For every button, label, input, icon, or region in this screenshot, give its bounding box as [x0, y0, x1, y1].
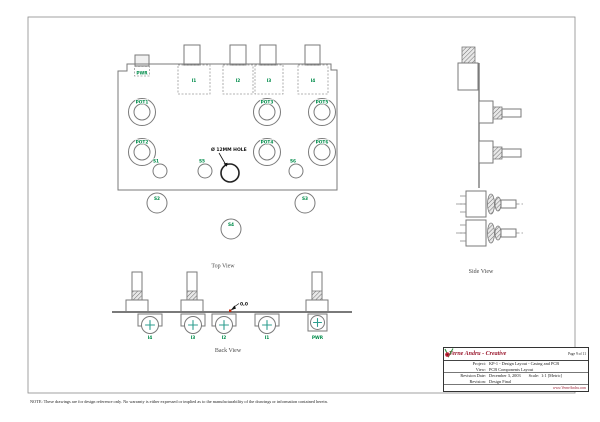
- back-jack-label-3: I2: [222, 335, 227, 341]
- foot-switch-s3: [294, 192, 316, 214]
- top-view-caption: Top View: [211, 264, 235, 270]
- revision-date-label: Revision Date:: [460, 373, 486, 379]
- pot-label-3: POT3: [261, 100, 274, 106]
- back-jack-tall-3: [305, 271, 329, 313]
- enclosure-outline: [117, 63, 338, 191]
- jack-label-4: I4: [311, 78, 316, 84]
- jack-tab-1: [183, 44, 201, 66]
- foot-switch-label-s4: S4: [228, 222, 234, 228]
- company-logo-icon: [444, 348, 454, 358]
- back-jack-tall-2: [180, 271, 204, 313]
- side-pot-1: [478, 100, 522, 124]
- back-power-label: PWR: [312, 335, 324, 341]
- pot-label-6: POT6: [316, 140, 329, 146]
- revision-value: Design Final: [489, 378, 512, 384]
- pot-1: POT1: [128, 98, 156, 126]
- view-value: PCB Components Layout: [489, 366, 534, 372]
- project-label: Project:: [472, 361, 486, 366]
- jack-footprint-1: [177, 64, 211, 95]
- foot-switch-label-s3: S3: [302, 196, 308, 202]
- back-jack-socket-2: I3: [180, 313, 206, 342]
- sheet-border: [27, 16, 576, 394]
- view-row: View: PCB Components Layout: [444, 367, 588, 374]
- page-number: Page 9 of 11: [568, 352, 586, 356]
- top-view: PWR I1 I2 I3 I4 POT1 POT2 POT3 POT5 POT4: [117, 44, 338, 270]
- side-switch-2: [456, 219, 524, 247]
- back-view: I4 I3 I2 I1 PWR 0,0: [112, 271, 352, 354]
- pot-3: POT3: [253, 98, 281, 126]
- view-label: View:: [475, 366, 486, 372]
- back-power-socket: PWR: [307, 313, 328, 342]
- origin-marker: [229, 309, 232, 312]
- power-footprint: [134, 66, 150, 77]
- jack-footprint-3: [254, 64, 284, 95]
- company-name: Verne Andru - Creative: [449, 351, 507, 357]
- company-website: www.VerneAndru.com: [552, 386, 586, 390]
- foot-switch-label-s2: S2: [154, 196, 160, 202]
- jack-tab-4: [304, 44, 321, 66]
- origin-label: 0,0: [240, 302, 248, 308]
- jack-footprint-4: [297, 64, 329, 95]
- small-switch-label-1: S1: [153, 159, 159, 165]
- pot-label-1: POT1: [136, 100, 149, 106]
- scale-label: Scale:: [528, 373, 540, 379]
- back-jack-tall-1: [125, 271, 149, 313]
- project-value: KP-1 - Design Layout - Casing and PCB: [489, 361, 560, 366]
- pot-label-4: POT4: [261, 140, 274, 146]
- power-connector-tab: [134, 54, 150, 67]
- back-jack-socket-1: I4: [137, 313, 163, 342]
- foot-switch-s4: [220, 218, 242, 240]
- origin-leader-line: [233, 303, 240, 308]
- pot-label-2: POT2: [136, 140, 149, 146]
- project-row: Project: KP-1 - Design Layout - Casing a…: [444, 361, 588, 367]
- back-jack-label-2: I3: [191, 335, 196, 341]
- pot-5: POT5: [308, 98, 336, 126]
- pot-2: POT2: [128, 138, 156, 166]
- back-jack-socket-4: I1: [254, 313, 280, 342]
- back-jack-label-1: I4: [148, 335, 153, 341]
- small-switch-1: [152, 163, 168, 179]
- title-block-header: Verne Andru - Creative Page 9 of 11: [444, 348, 588, 361]
- side-view: Side View: [456, 46, 524, 275]
- hole-leader-arrowhead: [223, 162, 228, 167]
- small-switch-2: [197, 163, 213, 179]
- revision-date-row: Revision Date: December 3, 2003 Scale: 1…: [444, 373, 588, 379]
- side-jack: [457, 46, 479, 91]
- side-view-caption: Side View: [469, 269, 494, 275]
- jack-label-1: I1: [192, 78, 197, 84]
- hole-annotation: Ø 12MM HOLE: [211, 146, 247, 153]
- pot-label-5: POT5: [316, 100, 329, 106]
- small-switch-label-3: S6: [290, 159, 296, 165]
- hole-leader-line: [218, 152, 227, 166]
- revision-label: Revision:: [469, 378, 486, 384]
- power-label: PWR: [136, 71, 148, 77]
- back-jack-label-4: I1: [265, 335, 270, 341]
- mounting-hole: [220, 163, 240, 183]
- foot-switch-s2: [146, 192, 168, 214]
- jack-tab-2: [229, 44, 247, 66]
- jack-footprint-2: [222, 64, 254, 95]
- pot-6: POT6: [308, 138, 336, 166]
- back-view-caption: Back View: [215, 348, 242, 354]
- scale-value: 1:1 [Metric]: [541, 373, 563, 379]
- pot-4: POT4: [253, 138, 281, 166]
- side-switch-1: [456, 190, 524, 218]
- back-jack-socket-3: I2: [211, 313, 237, 342]
- jack-label-3: I3: [267, 78, 272, 84]
- title-block: Verne Andru - Creative Page 9 of 11 Proj…: [443, 347, 589, 392]
- small-switch-3: [288, 163, 304, 179]
- revision-date-value: December 3, 2003: [489, 373, 521, 379]
- side-pot-2: [478, 140, 522, 164]
- footer-note: NOTE: These drawings are for design refe…: [30, 399, 328, 404]
- jack-tab-3: [259, 44, 277, 66]
- small-switch-label-2: S5: [199, 159, 205, 165]
- revision-row: Revision: Design Final: [444, 379, 588, 386]
- jack-label-2: I2: [236, 78, 241, 84]
